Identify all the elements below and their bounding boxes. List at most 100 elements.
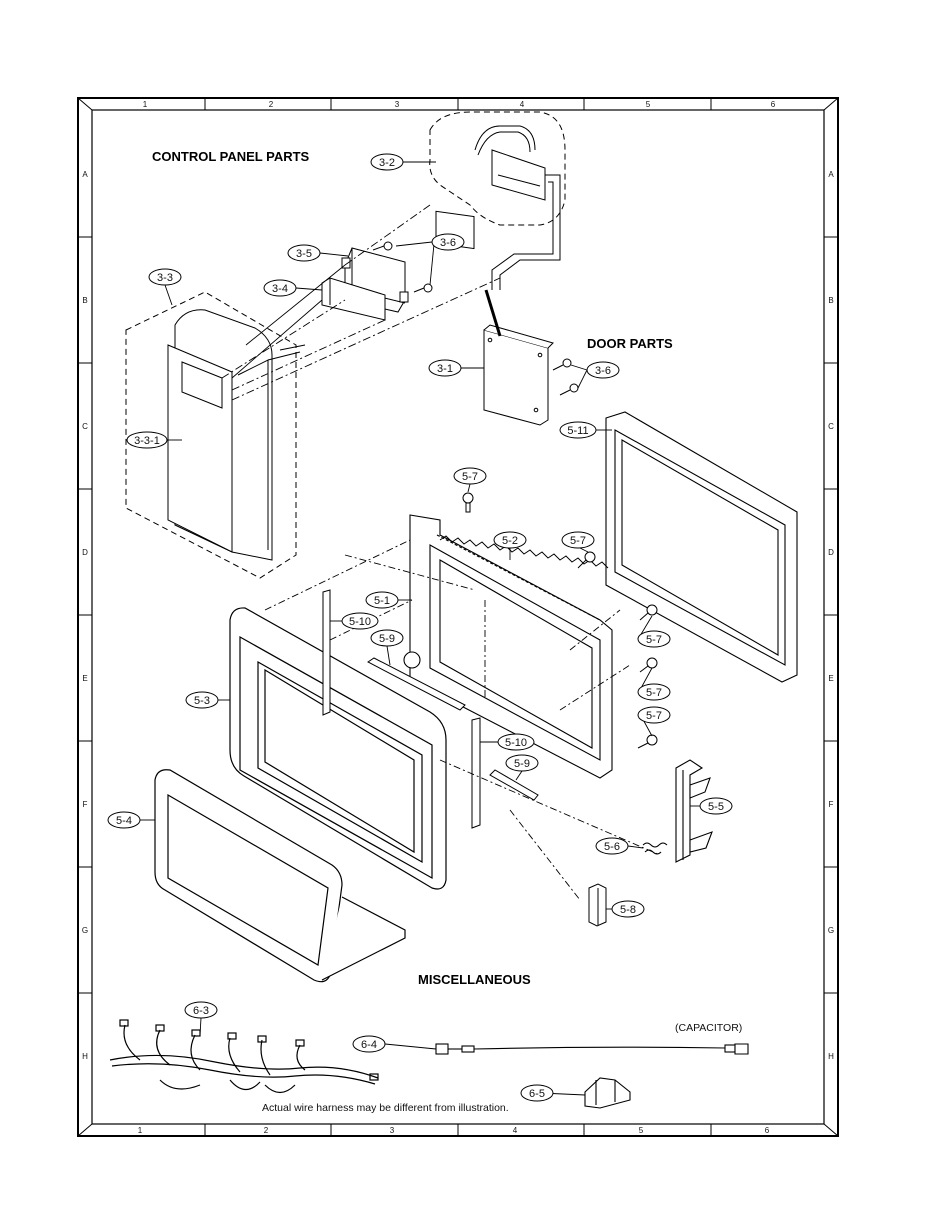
callout-label: 3-3 xyxy=(157,272,173,284)
grid-row-right-e: E xyxy=(828,674,833,683)
callout-label: 3-6 xyxy=(595,365,611,377)
callout-label: 5-7 xyxy=(570,535,586,547)
capacitor-annotation: (CAPACITOR) xyxy=(675,1022,742,1034)
callout-3-2: 3-2 xyxy=(370,153,404,171)
callout-label: 5-8 xyxy=(620,904,636,916)
callout-label: 5-9 xyxy=(379,633,395,645)
callout-label: 5-5 xyxy=(708,801,724,813)
callout-label: 5-10 xyxy=(349,616,371,628)
callout-5-2: 5-2 xyxy=(493,531,527,549)
callout-3-6b: 3-6 xyxy=(586,361,620,379)
part-5-2-choke xyxy=(439,535,609,569)
callout-5-9: 5-9 xyxy=(370,629,404,647)
callout-5-6: 5-6 xyxy=(595,837,629,855)
callout-6-5: 6-5 xyxy=(520,1084,554,1102)
callout-5-9b: 5-9 xyxy=(505,754,539,772)
callout-label: 3-2 xyxy=(379,157,395,169)
assembly-solid-lines xyxy=(231,264,346,379)
assembly-leader-lines xyxy=(221,204,501,401)
part-3-3-control-panel xyxy=(125,291,306,579)
callout-label: 3-1 xyxy=(437,363,453,375)
grid-row-left-e: E xyxy=(82,674,87,683)
part-6-5-bracket xyxy=(584,1077,631,1109)
callout-label: 6-5 xyxy=(529,1088,545,1100)
grid-labels: 1 2 3 4 5 6 1 2 3 4 5 6 A B C D E F G H … xyxy=(82,100,834,1135)
part-3-2-membrane-ribbon xyxy=(429,111,566,290)
grid-row-left-h: H xyxy=(82,1052,88,1061)
callout-5-1: 5-1 xyxy=(365,591,399,609)
grid-row-right-h: H xyxy=(828,1052,834,1061)
section-title-door: DOOR PARTS xyxy=(587,336,673,351)
callout-3-3: 3-3 xyxy=(148,268,182,286)
grid-row-right-c: C xyxy=(828,422,834,431)
callout-3-4: 3-4 xyxy=(263,279,297,297)
callout-label: 5-4 xyxy=(116,815,132,827)
grid-col-bottom-2: 2 xyxy=(264,1126,269,1135)
callout-label: 5-7 xyxy=(646,687,662,699)
callout-label: 5-2 xyxy=(502,535,518,547)
callout-label: 5-1 xyxy=(374,595,390,607)
grid-row-right-d: D xyxy=(828,548,834,557)
door-assembly-lines xyxy=(264,539,661,901)
grid-row-left-g: G xyxy=(82,926,88,935)
callout-label: 5-9 xyxy=(514,758,530,770)
grid-col-top-4: 4 xyxy=(520,100,525,109)
callout-3-6: 3-6 xyxy=(431,233,465,251)
callout-5-7b: 5-7 xyxy=(561,531,595,549)
section-title-control-panel: CONTROL PANEL PARTS xyxy=(152,149,310,164)
part-5-5-latch xyxy=(675,759,713,863)
part-5-8-block xyxy=(588,883,607,927)
grid-row-left-a: A xyxy=(82,170,88,179)
grid-col-bottom-1: 1 xyxy=(138,1126,143,1135)
part-5-1-door-frame xyxy=(403,514,613,779)
callout-5-3: 5-3 xyxy=(185,691,219,709)
callout-5-10b: 5-10 xyxy=(497,733,535,751)
grid-col-top-5: 5 xyxy=(646,100,651,109)
part-6-3-wire-harness xyxy=(109,1019,379,1094)
callout-label: 5-6 xyxy=(604,841,620,853)
callout-label: 5-3 xyxy=(194,695,210,707)
screw-icon xyxy=(552,358,579,396)
grid-row-left-b: B xyxy=(82,296,87,305)
callout-label: 3-5 xyxy=(296,248,312,260)
grid-row-right-f: F xyxy=(829,800,834,809)
part-5-11-door-choke-cover xyxy=(605,411,798,683)
callout-6-3: 6-3 xyxy=(184,1001,218,1019)
callouts: 3-2 3-5 3-6 3-4 3-3 3-1 3-6 3-3-1 5-11 5… xyxy=(107,153,733,1102)
callout-label: 5-7 xyxy=(646,710,662,722)
section-title-misc: MISCELLANEOUS xyxy=(418,972,531,987)
callout-label: 5-7 xyxy=(646,634,662,646)
callout-5-5: 5-5 xyxy=(699,797,733,815)
callout-5-4: 5-4 xyxy=(107,811,141,829)
callout-label: 3-6 xyxy=(440,237,456,249)
grid-col-top-2: 2 xyxy=(269,100,274,109)
part-5-10-gasket xyxy=(322,589,481,829)
callout-6-4: 6-4 xyxy=(352,1035,386,1053)
callout-label: 5-10 xyxy=(505,737,527,749)
harness-note: Actual wire harness may be different fro… xyxy=(262,1102,509,1114)
part-5-4-door-panel xyxy=(154,769,406,983)
part-3-1-control-unit xyxy=(483,289,554,426)
part-5-3-door-outer xyxy=(229,607,447,890)
grid-col-bottom-3: 3 xyxy=(390,1126,395,1135)
callout-label: 5-11 xyxy=(567,425,588,437)
callout-5-7: 5-7 xyxy=(453,467,487,485)
callout-3-3-1: 3-3-1 xyxy=(126,431,168,449)
grid-col-bottom-4: 4 xyxy=(513,1126,518,1135)
grid-col-top-6: 6 xyxy=(771,100,776,109)
callout-5-8: 5-8 xyxy=(611,900,645,918)
callout-3-5: 3-5 xyxy=(287,244,321,262)
grid-col-top-1: 1 xyxy=(143,100,148,109)
grid-row-right-a: A xyxy=(828,170,834,179)
part-6-4-capacitor-lead xyxy=(435,1043,749,1055)
grid-col-bottom-5: 5 xyxy=(639,1126,644,1135)
callout-label: 6-3 xyxy=(193,1005,209,1017)
part-5-6-spring xyxy=(642,842,668,855)
part-5-9-strip xyxy=(367,657,539,801)
callout-label: 6-4 xyxy=(361,1039,377,1051)
callout-5-11: 5-11 xyxy=(559,421,597,439)
callout-label: 3-4 xyxy=(272,283,288,295)
callout-3-1: 3-1 xyxy=(428,359,462,377)
